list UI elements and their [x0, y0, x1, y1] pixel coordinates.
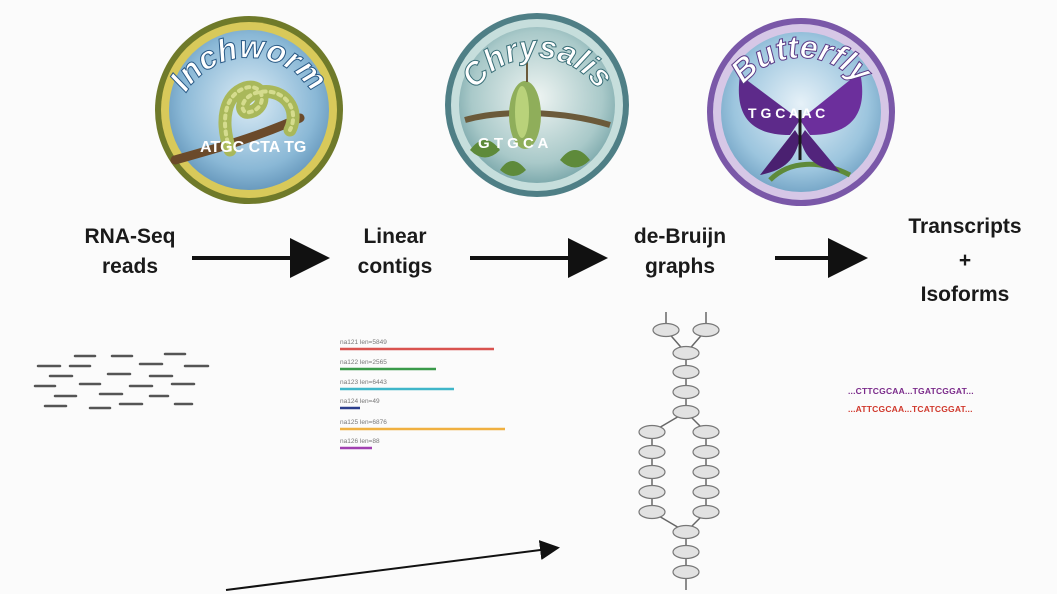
inchworm-logo: Inchworm ATGC CTA TG — [155, 16, 343, 204]
stage-transcripts-label: Transcripts+Isoforms — [908, 215, 1022, 306]
butterfly-logo: Butterfly T G C A A C — [707, 18, 895, 206]
contig-label: na122 len=2565 — [340, 359, 387, 366]
graph-node — [638, 484, 666, 500]
debruijn-graph — [638, 312, 720, 590]
graph-node — [692, 424, 720, 440]
graph-node — [672, 364, 700, 380]
contig-label: na124 len=49 — [340, 398, 380, 405]
chrysalis-bases: G T G C A — [478, 135, 548, 152]
graph-node — [672, 564, 700, 580]
contig-label: na123 len=6443 — [340, 379, 387, 386]
graph-node — [652, 322, 680, 338]
graph-node — [672, 384, 700, 400]
transcript-seq-2: ...ATTCGCAA...TCATCGGAT... — [848, 404, 973, 414]
graph-node — [692, 484, 720, 500]
rnaseq-reads — [33, 352, 210, 410]
contig-label: na126 len=88 — [340, 438, 380, 445]
graph-node — [692, 464, 720, 480]
graph-node — [672, 524, 700, 540]
graph-node — [638, 464, 666, 480]
graph-node — [692, 444, 720, 460]
contig-list: na121 len=5849 na122 len=2565 na123 len=… — [340, 339, 505, 450]
graph-node — [692, 504, 720, 520]
contig-label: na125 len=6876 — [340, 419, 387, 426]
graph-node — [638, 504, 666, 520]
inchworm-bases: ATGC CTA TG — [200, 139, 306, 156]
annotation-arrow — [225, 540, 560, 591]
graph-node — [692, 322, 720, 338]
graph-node — [672, 345, 700, 361]
transcript-seq-1: ...CTTCGCAA...TGATCGGAT... — [848, 386, 974, 396]
graph-node — [672, 544, 700, 560]
graph-node — [638, 444, 666, 460]
graph-node — [638, 424, 666, 440]
graph-node — [672, 404, 700, 420]
contig-label: na121 len=5849 — [340, 339, 387, 346]
butterfly-bases: T G C A A C — [748, 105, 825, 121]
chrysalis-logo: Chrysalis G T G C A — [445, 13, 629, 197]
